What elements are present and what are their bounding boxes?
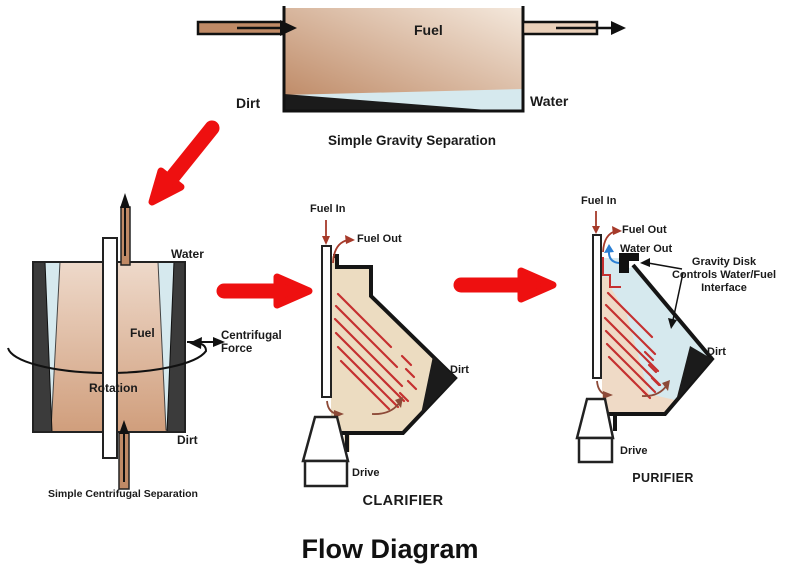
clarifier-fuel-out-arrowhead-icon xyxy=(345,235,355,244)
gravity-disk-note-line3: Interface xyxy=(701,282,747,294)
purifier-water-region xyxy=(603,258,711,400)
tank-dirt-wedge xyxy=(284,94,500,111)
purifier-bowl xyxy=(575,211,715,464)
clarifier-caption: CLARIFIER xyxy=(362,493,444,509)
purifier-fuel-out-label: Fuel Out xyxy=(622,224,667,236)
clarifier-fuel-in-label: Fuel In xyxy=(310,203,346,215)
purifier-fuel-in-arrowhead-icon xyxy=(592,226,600,234)
purifier-tube xyxy=(592,234,602,379)
centrifugal-separation-caption: Simple Centrifugal Separation xyxy=(48,488,198,500)
purifier-dirt-wedge xyxy=(676,346,712,401)
gravity-disk-pointer-2-head-icon xyxy=(668,318,677,329)
flow-arrow-2 xyxy=(216,273,313,309)
clarifier-bowl xyxy=(301,220,458,488)
gravity-disk-pointer-1 xyxy=(647,262,683,270)
purifier-fuel-in-label: Fuel In xyxy=(581,195,617,207)
clarifier-flow-curl2-head-icon xyxy=(395,397,403,408)
water-out-arrowhead-icon xyxy=(604,244,614,253)
clarifier-fuel-out-label: Fuel Out xyxy=(357,233,402,245)
clarifier-drive-base xyxy=(303,459,349,488)
tank-dirt-label: Dirt xyxy=(236,95,261,111)
clarifier-drive-label: Drive xyxy=(352,467,380,479)
tank-walls xyxy=(282,6,525,113)
page-title: Flow Diagram xyxy=(301,534,479,564)
centrifuge-fuel-label: Fuel xyxy=(130,326,155,340)
gravity-disk-pointer-2 xyxy=(672,272,684,321)
tank-water-label: Water xyxy=(530,93,569,109)
centrifugal-force-label: Centrifugal Force xyxy=(221,330,282,355)
outlet-arrowhead-icon xyxy=(611,21,626,35)
purifier-interface-line xyxy=(602,257,621,288)
clarifier-body xyxy=(331,256,455,452)
gravity-disk-note-line2: Controls Water/Fuel xyxy=(671,269,777,281)
clarifier-dirt-label: Dirt xyxy=(450,364,469,376)
clarifier-tube xyxy=(321,245,332,398)
centrifuge-shaft xyxy=(102,237,118,459)
rotation-arc-icon xyxy=(7,342,208,375)
flow-arrows xyxy=(148,120,557,309)
purifier-dirt-label: Dirt xyxy=(707,346,726,358)
flow-arrow-3 xyxy=(453,267,557,303)
centrifuge-dirt-label: Dirt xyxy=(177,433,198,447)
centrifuge-rotation-label: Rotation xyxy=(89,381,138,395)
purifier-flow-curl2-head-icon xyxy=(662,380,670,391)
purifier-drive-base xyxy=(577,436,614,464)
clarifier-fuel-in-arrowhead-icon xyxy=(322,236,330,245)
purifier-caption: PURIFIER xyxy=(632,471,694,485)
clarifier-disc-stack xyxy=(333,292,418,411)
gravity-disk-note: Gravity Disk Controls Water/Fuel Interfa… xyxy=(660,256,788,295)
inlet-arrowhead-icon xyxy=(280,20,297,36)
inlet-up-arrowhead-icon xyxy=(119,420,129,434)
purifier-flow-curl-head-icon xyxy=(603,391,613,399)
flow-arrow-1 xyxy=(148,120,220,206)
centrifuge-water-label: Water xyxy=(171,247,204,261)
purifier-outline xyxy=(602,263,715,431)
gravity-disk-pointer-1-head-icon xyxy=(640,258,650,267)
outlet-up-arrowhead-icon xyxy=(120,193,130,208)
gravity-disk-note-line1: Gravity Disk xyxy=(691,256,757,268)
tank-fuel-label: Fuel xyxy=(414,22,443,38)
clarifier-outline xyxy=(333,254,458,452)
centrifuge-vessel xyxy=(7,193,225,490)
gravity-separation-caption: Simple Gravity Separation xyxy=(327,133,497,148)
purifier-fuel-out-arrowhead-icon xyxy=(612,226,622,235)
centrifugal-force-arrowhead-icon xyxy=(213,337,225,347)
gravity-separation-tank xyxy=(196,6,626,113)
purifier-water-out-label: Water Out xyxy=(620,243,673,255)
purifier-drive-label: Drive xyxy=(620,445,648,457)
clarifier-dirt-wedge xyxy=(421,356,456,414)
purifier-gravity-disk xyxy=(619,253,639,273)
purifier-disc-stack xyxy=(603,291,662,400)
